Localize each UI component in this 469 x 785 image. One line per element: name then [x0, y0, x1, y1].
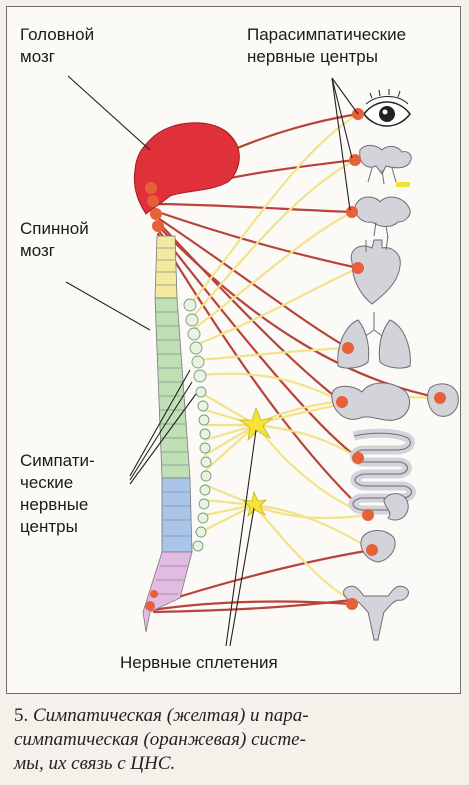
label-parasympathetic-centers: Парасимпатические нервные центры [247, 24, 406, 68]
reproductive-organ [344, 586, 409, 640]
label-parasympathetic-line2: нервные центры [247, 47, 378, 66]
label-spinal-cord: Спинной мозг [20, 218, 89, 262]
label-parasympathetic-line1: Парасимпатические [247, 25, 406, 44]
label-brain-line1: Головной [20, 25, 94, 44]
label-sympathetic-line1: Симпати- [20, 451, 95, 470]
yellow-marker [396, 182, 410, 187]
lacrimal-gland [360, 145, 412, 184]
caption-line3: мы, их связь с ЦНС. [14, 753, 175, 774]
label-sympathetic-line2: ческие [20, 473, 73, 492]
bladder [361, 531, 395, 563]
label-sympathetic-line4: центры [20, 517, 78, 536]
lungs [338, 312, 411, 368]
caption-number: 5. [14, 705, 28, 726]
label-brain: Головной мозг [20, 24, 94, 68]
caption-line2: симпатическая (оранжевая) систе- [14, 729, 306, 750]
label-sympathetic-line3: нервные [20, 495, 88, 514]
salivary-gland [355, 197, 410, 238]
label-sympathetic-centers: Симпати- ческие нервные центры [20, 450, 95, 538]
kidney [384, 494, 408, 520]
eye [364, 89, 410, 126]
nerve-plexuses [240, 408, 272, 516]
figure-caption: 5. Симпатическая (желтая) и пара- симпат… [14, 704, 454, 776]
label-brain-line2: мозг [20, 47, 55, 66]
brain [134, 123, 239, 232]
label-spinal-line2: мозг [20, 241, 55, 260]
label-spinal-line1: Спинной [20, 219, 89, 238]
caption-line1: Симпатическая (желтая) и пара- [33, 705, 309, 726]
label-nerve-plexuses: Нервные сплетения [120, 652, 278, 674]
